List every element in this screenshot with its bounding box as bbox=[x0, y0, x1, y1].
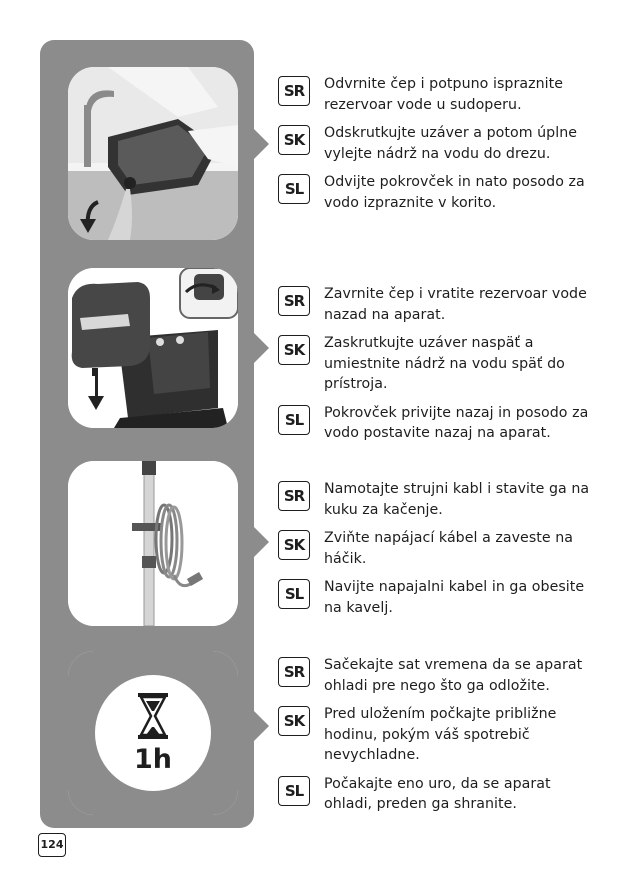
instruction-serbian: SR Zavrnite čep i vratite rezervoar vode… bbox=[278, 284, 598, 325]
duration-label: 1h bbox=[133, 744, 172, 775]
language-badge-sr: SR bbox=[278, 286, 310, 316]
pointer-notch-1 bbox=[252, 127, 269, 161]
instruction-slovenian: SL Navijte napajalni kabel in ga obesite… bbox=[278, 577, 598, 618]
pointer-notch-3 bbox=[252, 525, 269, 559]
pointer-notch-4 bbox=[252, 709, 269, 743]
instruction-slovak: SK Zviňte napájací kábel a zaveste na há… bbox=[278, 528, 598, 569]
instruction-text: Zviňte napájací kábel a zaveste na háčik… bbox=[324, 530, 574, 567]
instruction-slovenian: SL Pokrovček privijte nazaj in posodo za… bbox=[278, 403, 598, 444]
instruction-slovak: SK Zaskrutkujte uzáver naspäť a umiestni… bbox=[278, 333, 598, 395]
hourglass-icon bbox=[138, 693, 168, 739]
instruction-text: Pokrovček privijte nazaj in posodo za vo… bbox=[324, 404, 589, 442]
instruction-text: Sačekajte sat vremena da se aparat ohlad… bbox=[324, 657, 583, 694]
instruction-text: Namotajte strujni kabl i stavite ga na k… bbox=[324, 481, 590, 518]
language-badge-sk: SK bbox=[278, 125, 310, 155]
instruction-text: Odvijte pokrovček in nato posodo za vodo… bbox=[324, 174, 585, 211]
language-badge-sl: SL bbox=[278, 775, 310, 806]
language-badge-sk: SK bbox=[278, 335, 310, 365]
instruction-serbian: SR Namotajte strujni kabl i stavite ga n… bbox=[278, 479, 598, 520]
page-number: 124 bbox=[38, 833, 66, 857]
instruction-serbian: SR Odvrnite čep i potpuno ispraznite rez… bbox=[278, 74, 598, 115]
instruction-slovenian: SL Odvijte pokrovček in nato posodo za v… bbox=[278, 172, 598, 213]
instruction-text: Odskrutkujte uzáver a potom úplne vylejt… bbox=[324, 125, 578, 162]
cord-storage-illustration bbox=[68, 461, 238, 626]
language-badge-sk: SK bbox=[278, 706, 310, 736]
step-3-instructions: SR Namotajte strujni kabl i stavite ga n… bbox=[278, 479, 598, 626]
step-4-instructions: SR Sačekajte sat vremena da se aparat oh… bbox=[278, 655, 598, 823]
instruction-text: Pred uložením počkajte približne hodinu,… bbox=[324, 706, 557, 763]
language-badge-sr: SR bbox=[278, 657, 310, 687]
instruction-slovak: SK Pred uložením počkajte približne hodi… bbox=[278, 704, 598, 766]
language-badge-sr: SR bbox=[278, 76, 310, 106]
cooling-time-illustration: 1h bbox=[68, 651, 238, 815]
step-1-instructions: SR Odvrnite čep i potpuno ispraznite rez… bbox=[278, 74, 598, 221]
language-badge-sk: SK bbox=[278, 530, 310, 560]
pointer-notch-2 bbox=[252, 331, 269, 365]
step-2-instructions: SR Zavrnite čep i vratite rezervoar vode… bbox=[278, 284, 598, 452]
instruction-text: Počakajte eno uro, da se aparat ohladi, … bbox=[324, 775, 551, 813]
instruction-text: Zavrnite čep i vratite rezervoar vode na… bbox=[324, 286, 587, 323]
instruction-text: Zaskrutkujte uzáver naspäť a umiestnite … bbox=[324, 335, 565, 392]
instruction-text: Navijte napajalni kabel in ga obesite na… bbox=[324, 579, 585, 616]
instruction-text: Odvrnite čep i potpuno ispraznite rezerv… bbox=[324, 76, 563, 113]
emptying-tank-illustration bbox=[68, 67, 238, 240]
language-badge-sl: SL bbox=[278, 174, 310, 204]
language-badge-sl: SL bbox=[278, 579, 310, 609]
instruction-serbian: SR Sačekajte sat vremena da se aparat oh… bbox=[278, 655, 598, 696]
language-badge-sr: SR bbox=[278, 481, 310, 511]
instruction-slovenian: SL Počakajte eno uro, da se aparat ohlad… bbox=[278, 774, 598, 815]
instruction-slovak: SK Odskrutkujte uzáver a potom úplne vyl… bbox=[278, 123, 598, 164]
refit-tank-illustration bbox=[68, 268, 238, 428]
language-badge-sl: SL bbox=[278, 404, 310, 435]
